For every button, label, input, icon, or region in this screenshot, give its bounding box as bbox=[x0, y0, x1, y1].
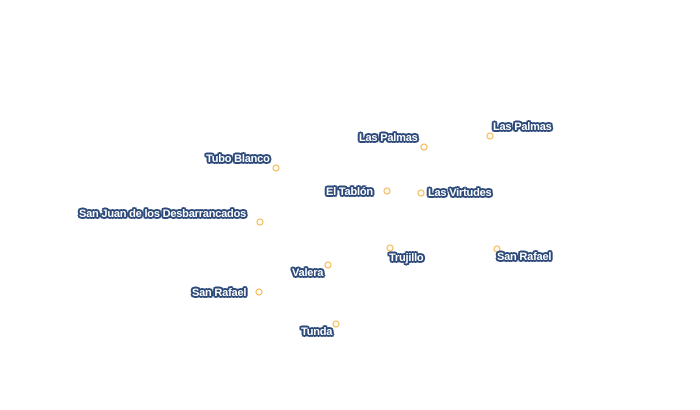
place-dot-icon bbox=[493, 245, 501, 253]
place-dot-icon bbox=[332, 320, 340, 328]
place-dot-icon bbox=[386, 244, 394, 252]
place-dot-icon bbox=[324, 261, 332, 269]
place-label: Trujillo bbox=[389, 252, 424, 264]
place-label: Tubo Blanco bbox=[206, 153, 270, 165]
place-label: San Rafael bbox=[192, 287, 247, 299]
place-label: San Juan de los Desbarrancados bbox=[79, 208, 247, 220]
place-label: Las Palmas bbox=[493, 121, 552, 133]
place-dot-icon bbox=[255, 288, 263, 296]
place-dot-icon bbox=[383, 187, 391, 195]
place-dot-icon bbox=[272, 164, 280, 172]
place-dot-icon bbox=[420, 143, 428, 151]
place-label: Las Palmas bbox=[359, 132, 418, 144]
place-dot-icon bbox=[256, 218, 264, 226]
place-dot-icon bbox=[486, 132, 494, 140]
place-dot-icon bbox=[417, 189, 425, 197]
place-label: Valera bbox=[292, 267, 324, 279]
place-label: El Tablón bbox=[326, 186, 373, 198]
place-label: San Rafael bbox=[497, 251, 552, 263]
place-label: Las Virtudes bbox=[428, 187, 492, 199]
place-label: Tunda bbox=[301, 326, 333, 338]
